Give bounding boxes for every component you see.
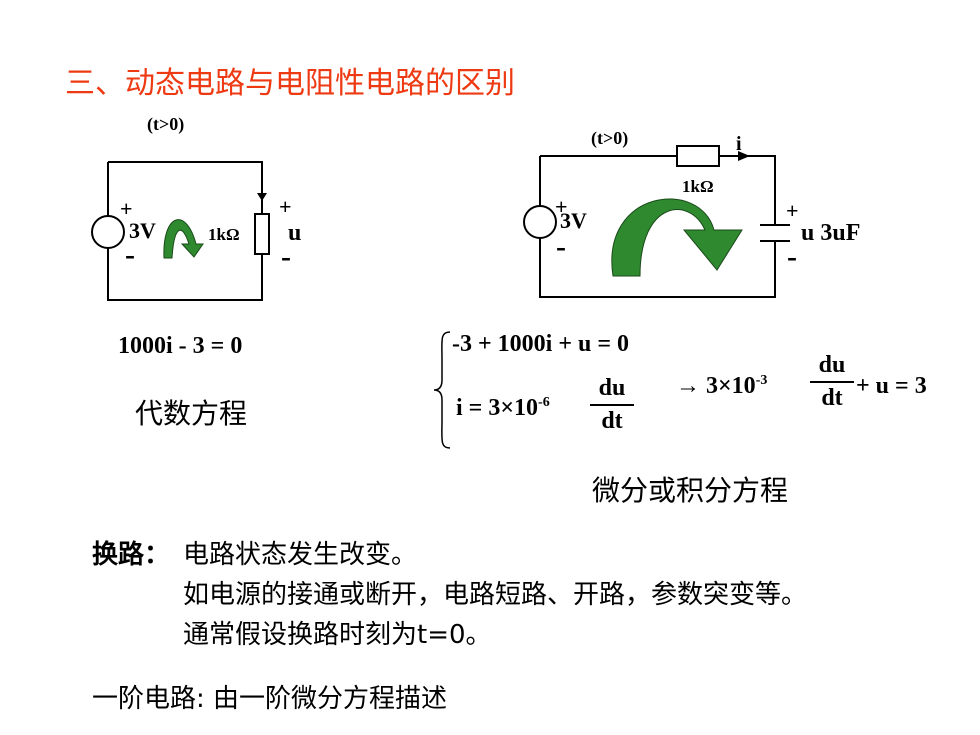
right-source-minus: -	[556, 230, 566, 263]
differential-equation-1: -3 + 1000i + u = 0	[452, 331, 630, 357]
algebraic-label: 代数方程	[135, 397, 248, 430]
left-source-plus: +	[120, 196, 133, 221]
slide-title: 三、动态电路与电阻性电路的区别	[65, 66, 515, 101]
left-current-arrow-icon	[257, 193, 267, 201]
right-time-label: (t>0)	[591, 128, 628, 149]
left-output-minus: -	[281, 240, 291, 273]
left-circuit-diagram: (t>0) + 3V - 1kΩ + u -	[91, 114, 301, 301]
right-circuit-diagram: (t>0) i 1kΩ + 3V - + u 3uF -	[523, 128, 860, 298]
left-voltage-source	[91, 215, 125, 249]
left-time-label: (t>0)	[147, 114, 184, 135]
diff-eq2-lhs: i = 3×10	[456, 395, 539, 421]
left-loop-arrow-icon	[163, 219, 204, 259]
result-fraction: du dt	[810, 352, 854, 412]
left-source-minus: -	[125, 238, 135, 271]
right-top-wire-right	[719, 155, 776, 225]
right-current-arrow-icon	[738, 151, 750, 161]
right-output-plus: +	[786, 198, 799, 223]
right-resistor	[676, 145, 720, 167]
switching-line-3: 通常假设换路时刻为t=0。	[183, 620, 492, 650]
result-equation-rhs: + u = 3	[856, 373, 927, 399]
diff-eq2-fraction: du dt	[590, 375, 634, 435]
left-resistor-label: 1kΩ	[208, 225, 240, 244]
differential-label: 微分或积分方程	[592, 474, 789, 507]
left-output-plus: +	[279, 194, 292, 219]
differential-equation-2: i = 3×10-6	[456, 395, 550, 422]
result-denominator: dt	[821, 385, 843, 411]
fraction-denominator: dt	[601, 408, 623, 434]
result-lhs: → 3×10	[676, 373, 756, 399]
right-loop-arrow-icon	[611, 198, 743, 277]
algebraic-equation: 1000i - 3 = 0	[118, 333, 243, 359]
switching-line-1: 电路状态发生改变。	[183, 540, 418, 570]
right-source-plus: +	[555, 194, 568, 219]
result-equation-lhs: → 3×10-3	[676, 373, 767, 400]
right-output-minus: -	[787, 240, 797, 273]
left-output-u: u	[288, 220, 301, 246]
fraction-numerator: du	[598, 375, 626, 401]
right-source-voltage: 3V	[560, 208, 587, 233]
right-current-label: i	[736, 133, 742, 155]
right-voltage-source	[523, 205, 557, 239]
right-capacitor	[760, 224, 790, 242]
right-resistor-label: 1kΩ	[682, 177, 714, 196]
result-exponent: -3	[755, 373, 768, 388]
right-output-label: u 3uF	[801, 220, 860, 246]
result-numerator: du	[818, 352, 846, 378]
switching-line-2: 如电源的接通或断开，电路短路、开路，参数突变等。	[183, 580, 808, 610]
equation-brace-icon	[433, 331, 451, 449]
diff-eq2-exponent: -6	[538, 395, 550, 410]
left-resistor	[254, 213, 270, 255]
switching-label: 换路：	[92, 540, 171, 570]
left-source-voltage: 3V	[129, 218, 156, 243]
first-order-circuit-note: 一阶电路: 由一阶微分方程描述	[92, 684, 448, 714]
